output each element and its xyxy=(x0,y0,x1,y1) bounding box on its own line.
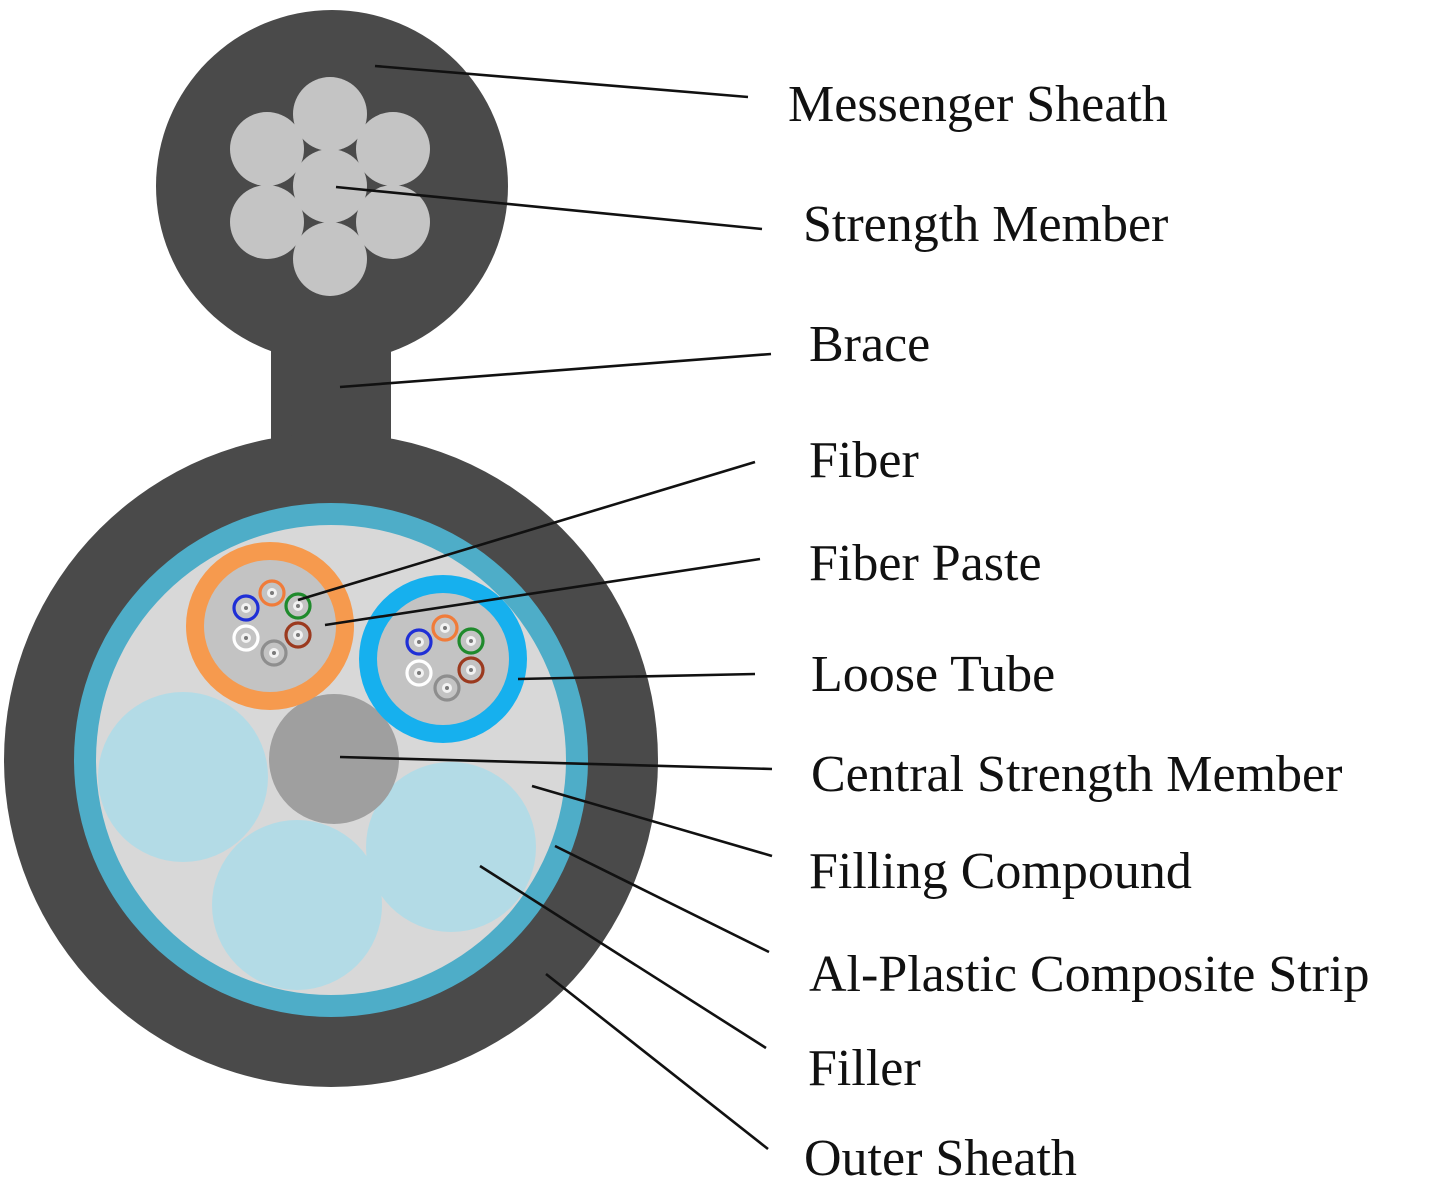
loose-tube-left xyxy=(186,542,354,710)
leader-messenger-sheath xyxy=(374,64,749,99)
strength-wire xyxy=(293,77,367,151)
fiber-center-dot xyxy=(443,626,447,630)
leader-fiber xyxy=(297,460,756,602)
leader-outer-sheath xyxy=(545,972,769,1151)
labels: Messenger Sheath Strength Member Brace F… xyxy=(788,76,1369,1184)
label-brace: Brace xyxy=(809,316,930,373)
label-fiber: Fiber xyxy=(809,432,919,489)
fiber-center-dot xyxy=(417,640,421,644)
messenger-strength-wires xyxy=(230,77,430,296)
leader-strength-member xyxy=(335,185,763,231)
leader-al-plastic-composite-strip xyxy=(554,844,770,954)
label-al-plastic-composite-strip: Al-Plastic Composite Strip xyxy=(809,946,1369,1003)
strength-wire xyxy=(356,185,430,259)
fiber-center-dot xyxy=(296,604,300,608)
fiber-center-dot xyxy=(244,636,248,640)
fiber-center-dot xyxy=(244,606,248,610)
loose-tube-right xyxy=(359,575,527,743)
fiber-center-dot xyxy=(272,651,276,655)
fiber-paste xyxy=(377,593,509,725)
fiber-paste xyxy=(204,560,336,692)
fiber-center-dot xyxy=(296,633,300,637)
label-messenger-sheath: Messenger Sheath xyxy=(788,76,1168,133)
leader-fiber-paste xyxy=(324,557,761,627)
label-filler: Filler xyxy=(808,1040,921,1097)
strength-wire xyxy=(230,185,304,259)
fiber-center-dot xyxy=(270,591,274,595)
fiber-center-dot xyxy=(417,671,421,675)
fiber-center-dot xyxy=(469,639,473,643)
strength-wire xyxy=(356,112,430,186)
label-strength-member: Strength Member xyxy=(803,196,1168,253)
leader-loose-tube xyxy=(517,672,756,681)
fiber-center-dot xyxy=(469,668,473,672)
filler xyxy=(98,692,268,862)
fiber-bundle xyxy=(405,614,485,702)
leader-filler xyxy=(479,864,767,1050)
label-fiber-paste: Fiber Paste xyxy=(809,535,1042,592)
leader-filling-compound xyxy=(531,784,773,858)
filler xyxy=(212,820,382,990)
leader-lines xyxy=(297,64,773,1151)
label-central-strength-member: Central Strength Member xyxy=(811,746,1342,803)
label-loose-tube: Loose Tube xyxy=(811,646,1055,703)
filler xyxy=(366,762,536,932)
label-outer-sheath: Outer Sheath xyxy=(804,1130,1077,1184)
fiber-center-dot xyxy=(445,686,449,690)
strength-wire xyxy=(293,222,367,296)
strength-wire xyxy=(230,112,304,186)
fillers xyxy=(98,692,536,990)
leader-central-strength-member xyxy=(339,755,773,771)
fiber-bundle xyxy=(232,579,312,667)
central-strength-member xyxy=(269,694,399,824)
strength-member-center-wire xyxy=(293,149,367,223)
label-filling-compound: Filling Compound xyxy=(809,843,1192,900)
leader-brace xyxy=(339,352,772,389)
